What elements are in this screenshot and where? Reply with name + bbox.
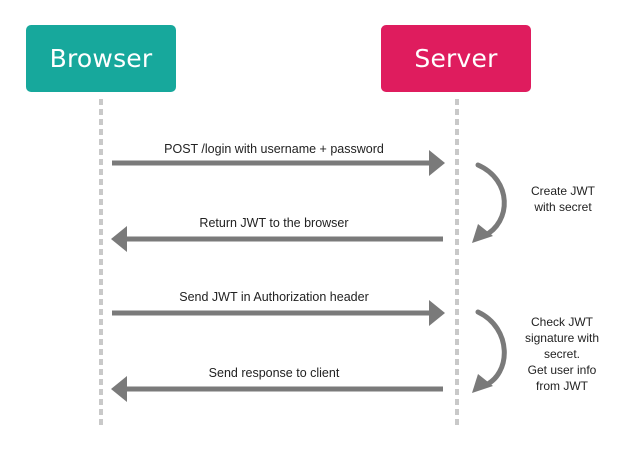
server-actor-label: Server: [414, 44, 498, 73]
message-label-2: Return JWT to the browser: [199, 216, 349, 230]
server-actor: Server: [381, 25, 531, 92]
self-arrow-check-jwt: [472, 309, 507, 393]
note-create-jwt: Create JWT with secret: [518, 183, 608, 215]
browser-lifeline: [99, 99, 103, 429]
note-check-jwt-line-3: secret.: [543, 347, 580, 361]
note-check-jwt: Check JWT signature with secret. Get use…: [510, 314, 614, 394]
note-create-jwt-line-1: Create JWT: [530, 184, 595, 198]
browser-actor-label: Browser: [49, 44, 153, 73]
note-create-jwt-line-2: with secret: [534, 200, 592, 214]
message-arrow-1: [112, 150, 445, 176]
self-arrow-create-jwt: [472, 162, 507, 243]
message-label-4: Send response to client: [208, 366, 340, 380]
note-check-jwt-line-1: Check JWT: [530, 315, 593, 329]
message-arrow-2: [111, 226, 443, 252]
message-label-1: POST /login with username + password: [164, 142, 384, 156]
browser-actor: Browser: [26, 25, 176, 92]
message-label-3: Send JWT in Authorization header: [179, 290, 369, 304]
message-arrow-4: [111, 376, 443, 402]
server-lifeline: [455, 99, 459, 429]
note-check-jwt-line-4: Get user info: [527, 363, 597, 377]
message-arrow-3: [112, 300, 445, 326]
note-check-jwt-line-5: from JWT: [536, 379, 588, 393]
note-check-jwt-line-2: signature with: [524, 331, 600, 345]
